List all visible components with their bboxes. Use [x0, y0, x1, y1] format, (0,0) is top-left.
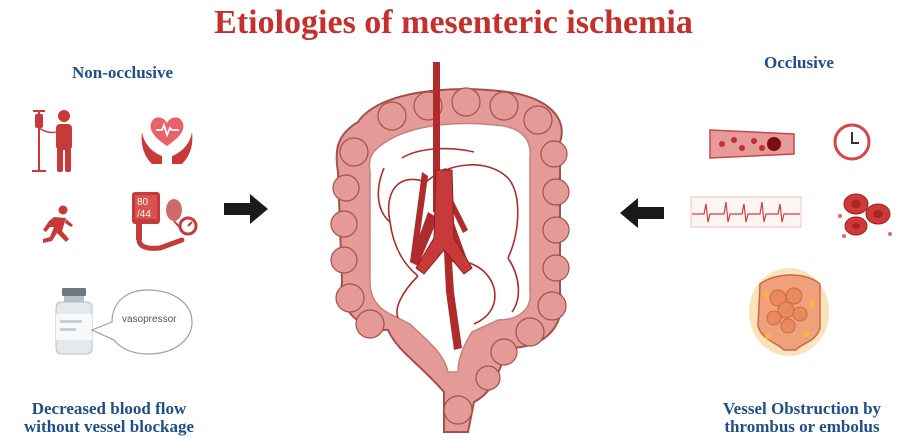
vasopressor-label: vasopressor	[122, 314, 177, 325]
vasopressor-speech-bubble: vasopressor	[88, 286, 196, 362]
bp-reading-top: 80	[137, 197, 149, 208]
intestine-illustration	[298, 62, 600, 434]
bp-reading-bottom: /44	[137, 209, 151, 220]
occluded-vessel-icon	[708, 124, 796, 162]
left-footer: Decreased blood flow without vessel bloc…	[4, 400, 214, 436]
left-footer-line1: Decreased blood flow	[4, 400, 214, 418]
diagram-title: Etiologies of mesenteric ischemia	[0, 4, 907, 42]
right-footer: Vessel Obstruction by thrombus or embolu…	[702, 400, 902, 436]
inflamed-intestines-icon	[746, 264, 832, 358]
red-blood-cells-icon	[834, 186, 896, 242]
ecg-strip-icon	[690, 196, 802, 228]
right-footer-line1: Vessel Obstruction by	[702, 400, 902, 418]
running-person-icon	[40, 205, 76, 249]
heart-hands-icon	[138, 108, 196, 166]
occlusive-heading: Occlusive	[764, 53, 834, 73]
left-footer-line2: without vessel blockage	[4, 418, 214, 436]
right-pointing-arrow	[224, 194, 270, 224]
non-occlusive-heading: Non-occlusive	[72, 63, 173, 83]
clock-icon	[832, 122, 872, 162]
left-pointing-arrow	[618, 198, 664, 228]
blood-pressure-monitor-icon: 80 /44	[130, 190, 198, 252]
right-footer-line2: thrombus or embolus	[702, 418, 902, 436]
patient-iv-icon	[28, 108, 84, 174]
